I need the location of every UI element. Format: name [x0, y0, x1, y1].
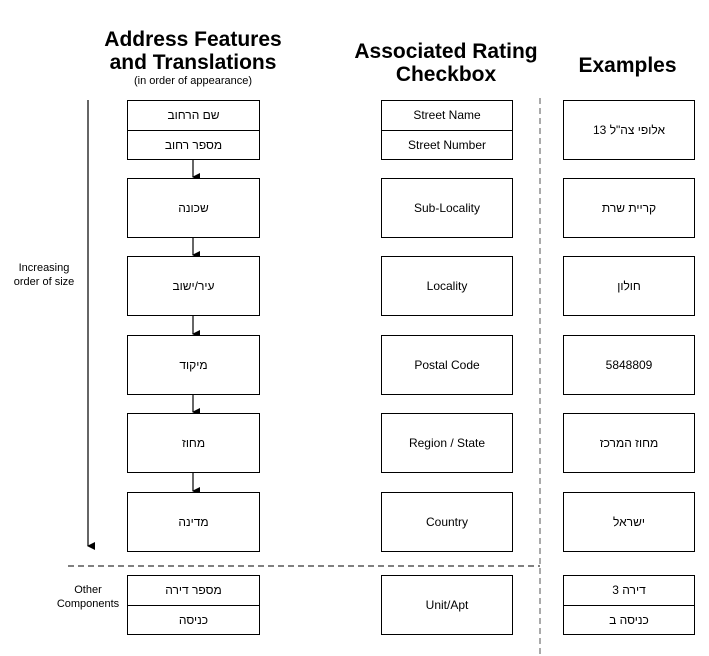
col2-title-line2: Checkbox	[395, 63, 497, 86]
rating-street-number: Street Number	[382, 129, 512, 160]
increasing-label-line1: Increasing	[18, 262, 70, 274]
col1-subtitle: (in order of appearance)	[133, 75, 252, 87]
increasing-label-line2: order of size	[13, 276, 75, 288]
example-sub-locality: קריית שרת	[563, 178, 695, 238]
rating-sub-locality: Sub-Locality	[381, 178, 513, 238]
example-postal-code: 5848809	[563, 335, 695, 395]
rating-postal-code: Postal Code	[381, 335, 513, 395]
other-components-label: Other Components	[50, 583, 126, 611]
rating-locality: Locality	[381, 256, 513, 316]
col2-title-line1: Associated Rating	[354, 40, 538, 63]
feature-locality: עיר/ישוב	[127, 256, 260, 316]
feature-street-number: מספר רחוב	[128, 129, 259, 160]
feature-sub-locality: שכונה	[127, 178, 260, 238]
feature-apartment-number: מספר דירה	[165, 583, 222, 598]
example-region: מחוז המרכז	[563, 413, 695, 473]
example-entrance: כניסה ב	[564, 604, 694, 635]
other-label-line1: Other	[74, 584, 102, 596]
rating-region: Region / State	[381, 413, 513, 473]
col1-title: Address Features and Translations	[88, 28, 298, 74]
example-street: אלופי צה"ל 13	[563, 100, 695, 160]
example-locality: חולון	[563, 256, 695, 316]
increasing-order-label: Increasing order of size	[6, 261, 82, 289]
example-country: ישראל	[563, 492, 695, 552]
example-other-box: דירה 3 כניסה ב	[563, 575, 695, 635]
feature-street-name: שם הרחוב	[167, 108, 220, 123]
feature-street-box: שם הרחוב מספר רחוב	[127, 100, 260, 160]
feature-other-box: מספר דירה כניסה	[127, 575, 260, 635]
col2-title: Associated Rating Checkbox	[340, 40, 552, 86]
col1-title-line1: Address Features	[104, 28, 282, 51]
rating-street-box: Street Name Street Number	[381, 100, 513, 160]
col1-title-line2: and Translations	[109, 51, 277, 74]
example-apartment: דירה 3	[612, 583, 646, 598]
col3-title: Examples	[578, 54, 677, 77]
feature-region: מחוז	[127, 413, 260, 473]
feature-entrance: כניסה	[128, 604, 259, 635]
rating-unit: Unit/Apt	[381, 575, 513, 635]
rating-country: Country	[381, 492, 513, 552]
other-label-line2: Components	[56, 598, 120, 610]
feature-country: מדינה	[127, 492, 260, 552]
rating-street-name: Street Name	[413, 108, 481, 123]
feature-postal-code: מיקוד	[127, 335, 260, 395]
